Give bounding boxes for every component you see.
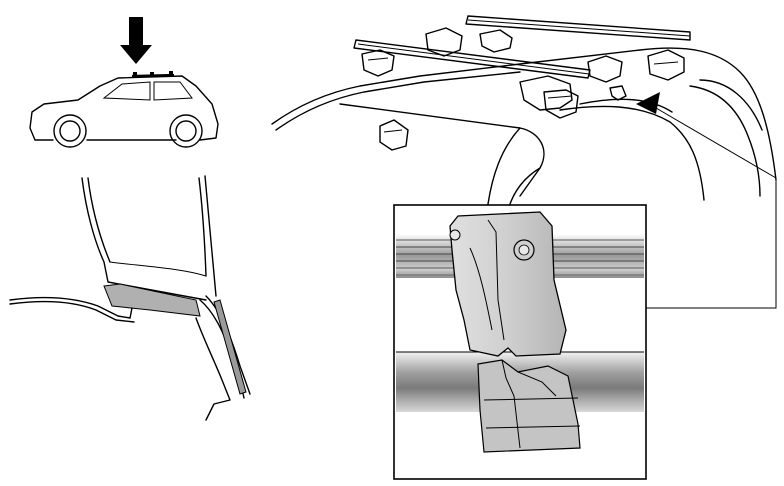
front-crossbar: [465, 15, 691, 41]
rear-crossbar: [353, 39, 591, 79]
rack-on-car-marker: [131, 71, 175, 78]
roof-rack-overview: [271, 15, 777, 309]
rack-foot-front-right: [587, 49, 685, 83]
fitting-bracket: [379, 119, 409, 151]
inset-foot: [449, 211, 581, 453]
rack-foot-rear-left: [361, 49, 395, 77]
foot-profile-section: [9, 175, 251, 421]
car-silhouette: [29, 75, 219, 148]
foot-detail-inset: [393, 204, 647, 480]
car-side-view: [29, 17, 219, 148]
rack-foot-front-left: [425, 27, 513, 57]
rack-foot-rear-right: [519, 75, 579, 119]
down-arrow-icon: [120, 17, 152, 64]
pointer-arrow-icon: [636, 92, 660, 114]
